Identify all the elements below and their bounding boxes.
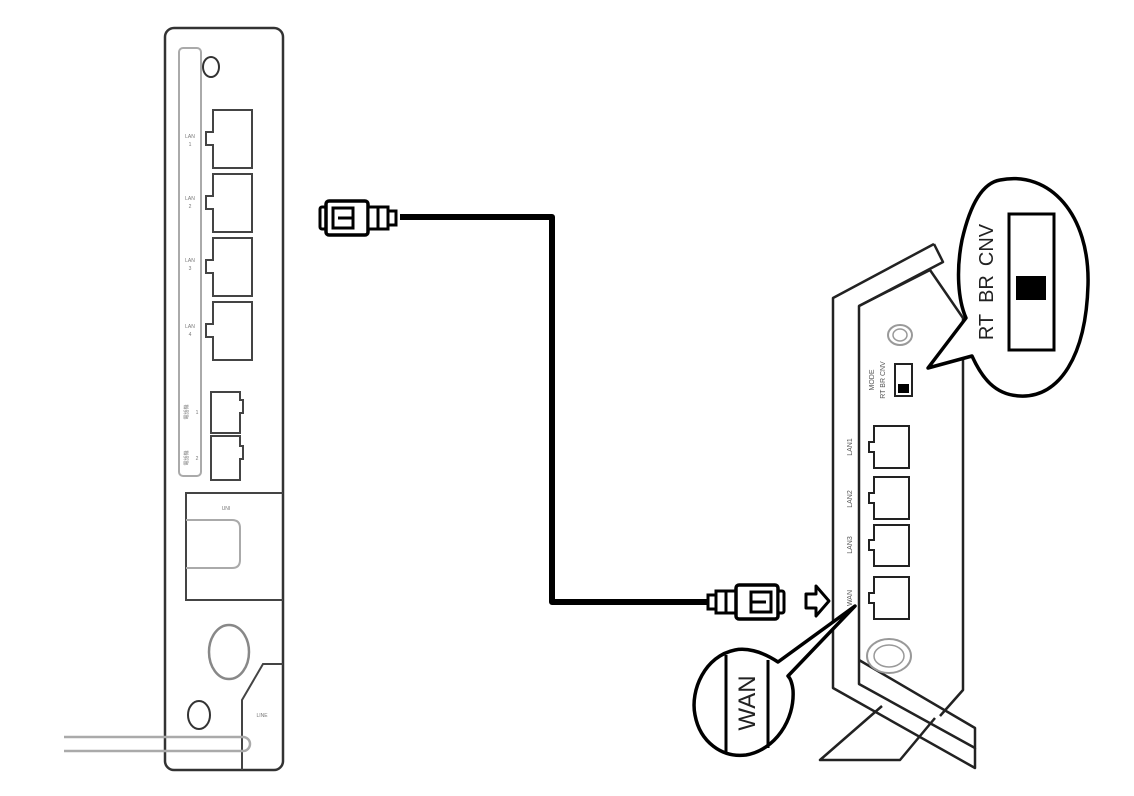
onu-lan-label: LAN: [185, 196, 195, 202]
router-lan-label: LAN3: [847, 536, 854, 554]
mode-switch-callout: RT BR CNV: [926, 176, 1090, 398]
wan-callout-bubble: [692, 604, 857, 758]
router-lan-port-3: LAN3: [847, 524, 910, 567]
callout-option-cnv: CNV: [976, 223, 998, 266]
callout-option-br: BR: [976, 275, 998, 303]
onu-phone-label: 電話機: [183, 404, 190, 419]
callout-option-rt: RT: [976, 314, 998, 340]
onu-lan-label: LAN: [185, 324, 195, 330]
onu-power-icon: [207, 623, 251, 681]
onu-line-label: LINE: [256, 713, 268, 719]
router-stand: [818, 705, 936, 762]
onu-uni-section: UNI: [185, 492, 283, 601]
router-reset-icon: [887, 324, 913, 346]
router-lan-port-1: LAN1: [847, 425, 910, 469]
router-wan-port: WAN: [847, 576, 910, 620]
router-mode-label: MODE: [869, 369, 876, 390]
onu-lan-number: 4: [189, 332, 192, 338]
callout-switch-knob: [1016, 276, 1046, 300]
onu-screw-icon: [187, 700, 211, 730]
onu-phone-number: 2: [196, 456, 199, 462]
rj45-plug-right-icon: [706, 583, 786, 621]
onu-button-icon: [202, 56, 220, 78]
insert-arrow-icon: [804, 584, 831, 618]
onu-phone-label: 電話機: [183, 450, 190, 465]
onu-lan-port-1: LAN 1: [185, 109, 253, 169]
router-wan-label: WAN: [847, 590, 854, 606]
wan-callout: WAN: [692, 604, 857, 758]
wan-callout-label: WAN: [734, 675, 761, 730]
router-lan-port-2: LAN2: [847, 476, 910, 520]
fiber-cable: [64, 735, 252, 753]
rj45-plug-left-icon: [318, 199, 398, 237]
onu-lan-port-2: LAN 2: [185, 173, 253, 233]
router-lan-label: LAN1: [847, 438, 854, 456]
onu-lan-number: 3: [189, 266, 192, 272]
router-face: [858, 268, 965, 717]
onu-phone-port-2: 電話機 2: [183, 435, 244, 481]
onu-lan-port-3: LAN 3: [185, 237, 253, 297]
onu-uni-label: UNI: [222, 506, 231, 512]
onu-phone-port-1: 電話機 1: [183, 391, 244, 434]
router-power-icon: [866, 638, 912, 674]
onu-phone-number: 1: [196, 410, 199, 416]
ethernet-cable: [318, 199, 831, 621]
left-device-onu: LAN 1 LAN 2 LAN 3 LAN 4 電話機 1 電話機 2: [64, 26, 285, 772]
onu-lan-port-4: LAN 4: [185, 301, 253, 361]
onu-lan-number: 2: [189, 204, 192, 210]
router-mode-options: RT BR CNV: [880, 361, 887, 399]
onu-lan-number: 1: [189, 142, 192, 148]
onu-lan-label: LAN: [185, 134, 195, 140]
router-side-panel: [857, 243, 977, 750]
router-lan-label: LAN2: [847, 490, 854, 508]
onu-lan-label: LAN: [185, 258, 195, 264]
onu-label-strip: [178, 47, 202, 477]
onu-line-section: [241, 663, 283, 770]
cable-line: [400, 214, 712, 605]
right-device-router: MODE RT BR CNV LAN1 LAN2 LAN3 WAN: [818, 242, 977, 770]
